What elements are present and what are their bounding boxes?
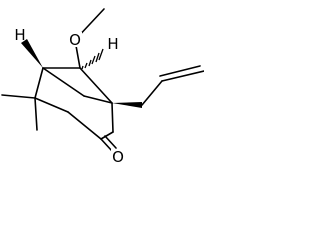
wedge-bond-allyl [112, 102, 142, 108]
bond-c2-c3 [79, 67, 113, 104]
bond-c3-c4 [111, 102, 114, 133]
bond-allyl-1 [141, 80, 163, 106]
hydrogen-left-label: H [14, 26, 25, 44]
bond-cme-c5 [34, 97, 69, 113]
oxygen-ether-label: O [69, 31, 81, 49]
bond-c4-c6 [100, 131, 114, 140]
bond-c5-c6 [67, 111, 102, 140]
bond-allyl-double [159, 65, 201, 77]
bond-ketone-a [100, 138, 113, 152]
wedge-bond-left-h [21, 39, 43, 68]
oxygen-ketone-label: O [112, 148, 124, 166]
bond-methyl-left [1, 94, 36, 99]
hydrogen-right-label: H [107, 35, 118, 53]
bond-bridge-c3 [83, 95, 113, 104]
bond-c1-bridge [42, 67, 85, 97]
bond-methyl-down [34, 97, 38, 131]
bond-ketone-b [104, 135, 117, 149]
bicyclic-ketone-structure: O O H H [1, 8, 204, 166]
bond-allyl-2 [161, 70, 204, 82]
bond-c1-cme [34, 67, 44, 99]
hashed-bond-right-h [81, 48, 104, 70]
